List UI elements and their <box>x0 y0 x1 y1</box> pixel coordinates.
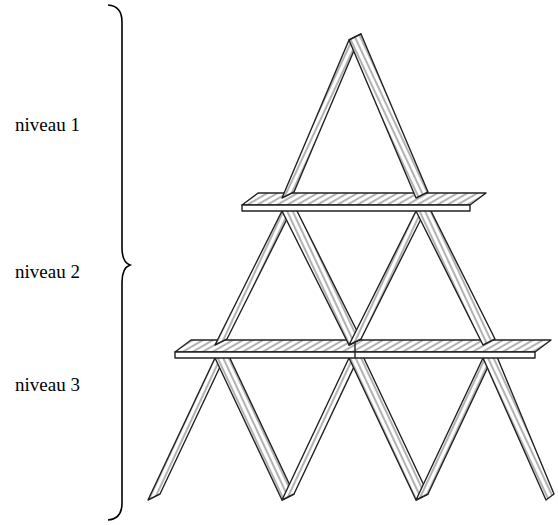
card <box>349 34 428 198</box>
level-label: niveau 2 <box>15 261 80 284</box>
level-brace <box>108 5 130 520</box>
card <box>282 34 361 198</box>
card <box>416 352 495 500</box>
card <box>148 352 227 500</box>
level-label: niveau 1 <box>15 114 80 137</box>
floor-card-edge <box>242 205 470 211</box>
card <box>282 205 361 345</box>
card <box>483 352 554 500</box>
card <box>282 352 361 500</box>
level-label: niveau 3 <box>15 374 80 397</box>
card <box>215 352 294 500</box>
card <box>215 205 294 345</box>
floor-card <box>175 340 551 352</box>
card <box>416 205 495 345</box>
floor-card <box>242 193 486 205</box>
cards <box>148 34 554 500</box>
card <box>349 352 428 500</box>
card <box>349 205 428 345</box>
